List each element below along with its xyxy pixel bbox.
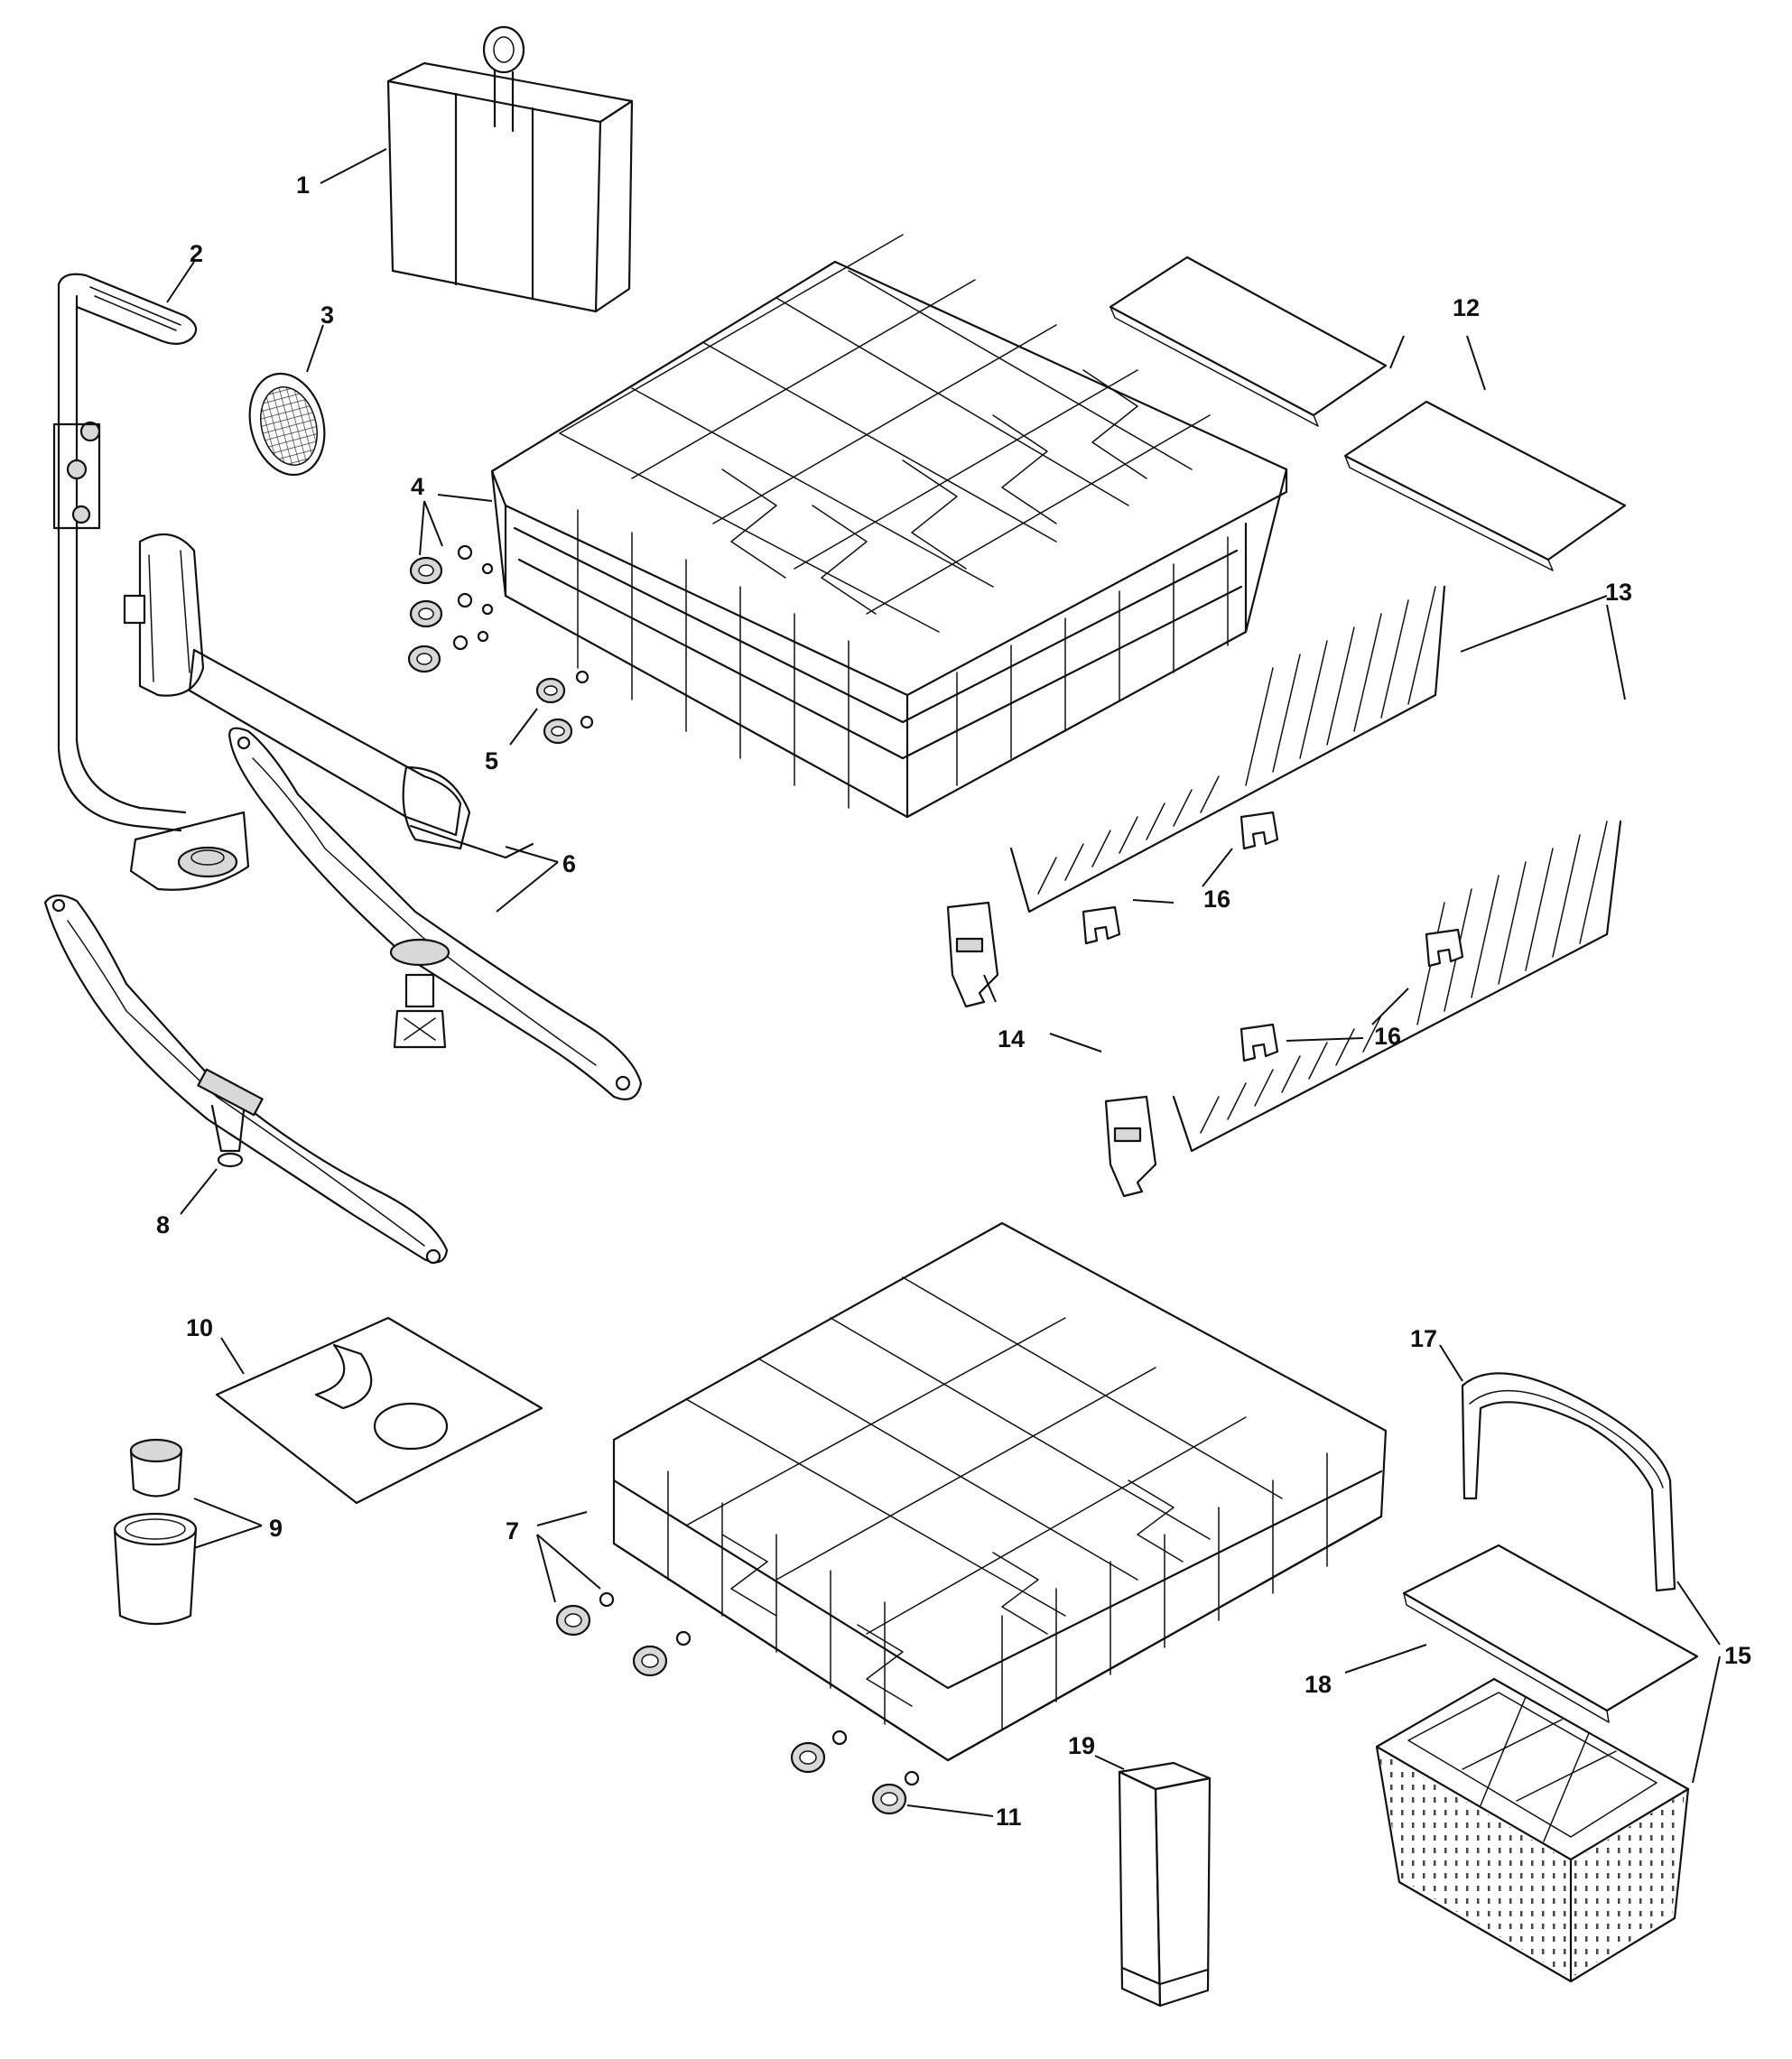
callout-6: 6 bbox=[562, 850, 576, 877]
callout-9: 9 bbox=[269, 1515, 283, 1542]
lower-rack-wheels bbox=[555, 1591, 920, 1815]
rack-wheels-small bbox=[535, 670, 594, 745]
round-filter-disc bbox=[248, 372, 326, 477]
upper-spray-arm bbox=[228, 727, 643, 1100]
callout-3: 3 bbox=[320, 301, 334, 329]
drain-filters bbox=[113, 1438, 198, 1626]
basket-lid-grid bbox=[1402, 1544, 1699, 1723]
filter-plate bbox=[215, 1316, 543, 1505]
callout-14: 14 bbox=[998, 1025, 1025, 1053]
cutlery-basket-small bbox=[386, 25, 634, 313]
callout-18: 18 bbox=[1305, 1671, 1332, 1698]
callout-16b: 16 bbox=[1374, 1023, 1401, 1050]
callout-2: 2 bbox=[190, 240, 203, 267]
callout-10: 10 bbox=[186, 1314, 213, 1341]
callout-7: 7 bbox=[506, 1517, 519, 1544]
callout-11: 11 bbox=[996, 1804, 1022, 1831]
rack-wheels-upper bbox=[407, 544, 494, 673]
fold-down-tines bbox=[1009, 585, 1622, 1153]
callout-16a: 16 bbox=[1203, 886, 1230, 913]
tall-cutlery-holder bbox=[1118, 1761, 1212, 2008]
cup-shelves bbox=[1109, 255, 1627, 571]
tine-clips bbox=[1082, 811, 1464, 1062]
lower-dish-rack bbox=[612, 1221, 1388, 1762]
callout-15: 15 bbox=[1724, 1642, 1751, 1669]
callout-17: 17 bbox=[1410, 1325, 1437, 1352]
callout-8: 8 bbox=[156, 1211, 170, 1238]
basket-handle bbox=[1461, 1372, 1676, 1592]
spray-arm-feed-pipe bbox=[52, 273, 250, 891]
cutlery-basket-large bbox=[1375, 1677, 1690, 1983]
callout-1: 1 bbox=[296, 172, 310, 199]
callout-13: 13 bbox=[1605, 579, 1632, 606]
callout-leaders bbox=[166, 148, 1721, 1817]
callout-labels: 1 2 3 4 5 6 7 8 9 10 11 12 13 14 15 16 1… bbox=[156, 172, 1751, 1831]
upper-dish-rack bbox=[490, 234, 1288, 819]
callout-19: 19 bbox=[1068, 1732, 1095, 1759]
upper-spray-arm-pipe bbox=[123, 533, 534, 859]
lower-spray-arm bbox=[43, 894, 449, 1265]
tine-brackets bbox=[946, 901, 1157, 1198]
callout-5: 5 bbox=[485, 747, 498, 774]
callout-4: 4 bbox=[411, 473, 424, 500]
callout-12: 12 bbox=[1453, 294, 1480, 321]
